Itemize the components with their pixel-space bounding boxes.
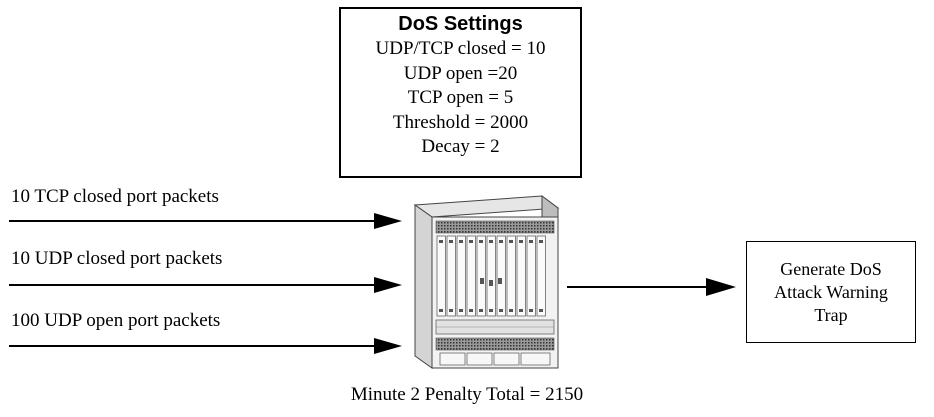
trap-line-1: Generate DoS (780, 258, 882, 279)
input-arrow-udp-open (9, 338, 402, 354)
dos-settings-title: DoS Settings (398, 13, 523, 35)
setting-udp-tcp-closed: UDP/TCP closed = 10 (375, 38, 546, 59)
generate-trap-box: Generate DoS Attack Warning Trap (746, 241, 916, 343)
dos-settings-box: DoS Settings UDP/TCP closed = 10 UDP ope… (339, 7, 582, 178)
input-arrow-tcp-closed (9, 213, 402, 229)
label-tcp-closed-packets: 10 TCP closed port packets (11, 186, 219, 207)
switch-chassis-icon (413, 195, 560, 369)
setting-tcp-open: TCP open = 5 (407, 87, 514, 108)
output-arrow-trap (567, 278, 736, 296)
trap-line-3: Trap (814, 304, 848, 325)
label-udp-open-packets: 100 UDP open port packets (11, 310, 221, 331)
penalty-total-caption: Minute 2 Penalty Total = 2150 (350, 384, 584, 405)
input-arrow-udp-closed (9, 277, 402, 293)
setting-udp-open: UDP open =20 (403, 62, 518, 84)
label-udp-closed-packets: 10 UDP closed port packets (11, 248, 223, 269)
setting-threshold: Threshold = 2000 (392, 111, 529, 133)
setting-decay: Decay = 2 (421, 136, 500, 157)
trap-line-2: Attack Warning (774, 281, 888, 302)
